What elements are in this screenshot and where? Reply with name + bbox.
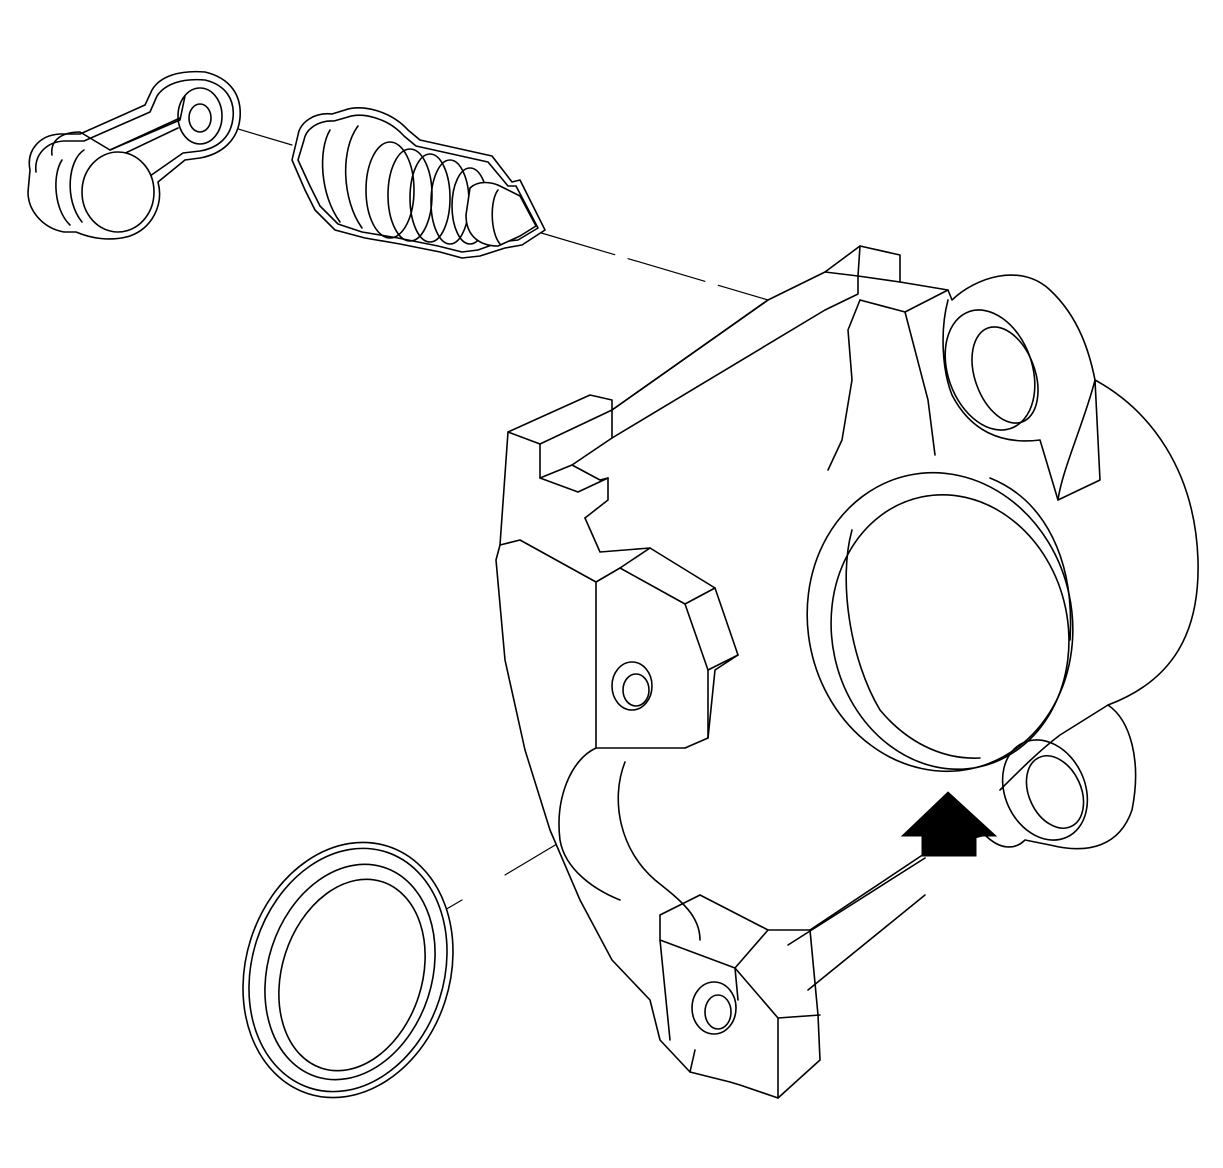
guide-pin-bolt [27, 70, 241, 240]
caliper-housing [495, 245, 1199, 1099]
guide-pin-boot [291, 107, 546, 259]
indicator-arrow [900, 791, 998, 857]
piston-seal [242, 841, 454, 1099]
caliper-icon [495, 245, 1199, 1099]
up-arrow-icon [900, 791, 998, 857]
